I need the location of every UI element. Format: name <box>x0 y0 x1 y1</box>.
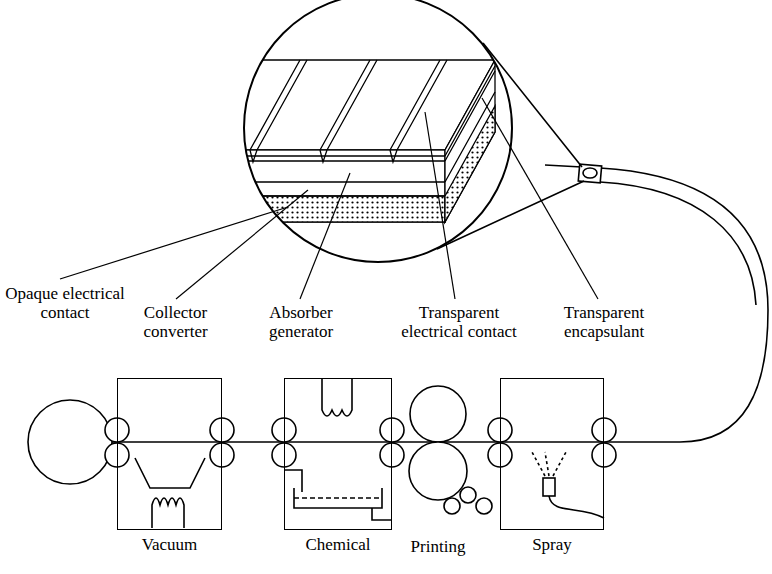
illustration-part <box>150 150 445 222</box>
illustration-part <box>176 190 308 299</box>
layer-label: Collector converter <box>128 303 223 341</box>
station-outline <box>117 378 222 530</box>
illustration-part <box>437 43 584 249</box>
illustration-part <box>135 458 205 488</box>
magnifier <box>244 0 602 262</box>
layer-label: Transparent encapsulant <box>540 303 668 341</box>
illustration-part <box>250 150 397 162</box>
illustration-part <box>482 98 598 299</box>
illustration-part <box>28 400 112 484</box>
illustration-part <box>210 418 234 442</box>
illustration-part <box>300 173 350 299</box>
web-line <box>28 165 768 484</box>
station-label: Vacuum <box>117 535 222 555</box>
station-box: Chemical <box>284 378 392 560</box>
illustration-part <box>380 443 404 467</box>
label-slot: Transparent encapsulant <box>540 303 668 341</box>
station-label: Chemical <box>284 535 392 555</box>
label-slot: Opaque electrical contact <box>5 284 125 322</box>
illustration-part <box>294 497 382 499</box>
illustration-part <box>549 496 604 518</box>
illustration-part <box>294 488 382 508</box>
station-outline <box>284 378 392 530</box>
station-box: Spray <box>500 378 604 560</box>
illustration-part <box>543 478 555 496</box>
illustration-part <box>60 207 288 279</box>
layer-label: Transparent electrical contact <box>395 303 523 341</box>
illustration-part <box>592 418 616 442</box>
illustration-part <box>409 442 467 500</box>
illustration-part <box>410 386 466 442</box>
roller-pairs <box>105 418 616 467</box>
illustration-part <box>445 60 495 222</box>
station-label: Spray <box>500 535 604 555</box>
label-slot: Collector converter <box>128 303 223 341</box>
vacuum-evaporator <box>135 458 205 528</box>
illustration-part <box>250 60 447 150</box>
spray-nozzle <box>532 452 604 518</box>
chemical-bath <box>284 378 392 520</box>
label-slot: Printing <box>398 537 478 556</box>
illustration-part <box>210 443 234 467</box>
illustration-part <box>583 168 597 178</box>
illustration-part <box>445 66 495 182</box>
illustration-part <box>150 196 445 222</box>
label-slot: Absorber generator <box>255 303 347 341</box>
label-slot: Transparent electrical contact <box>395 303 523 341</box>
illustration-part <box>476 498 492 514</box>
illustration-part <box>284 470 302 492</box>
illustration-part <box>444 498 460 514</box>
illustration-part <box>244 0 512 262</box>
illustration-part <box>460 487 476 503</box>
layer-label: Opaque electrical contact <box>5 284 125 322</box>
cell-cross-section <box>150 60 495 222</box>
station-box: Vacuum <box>117 378 222 560</box>
illustration-part <box>160 60 495 150</box>
illustration-part <box>152 498 184 528</box>
illustration-part <box>600 182 756 305</box>
station-label: Printing <box>398 537 478 556</box>
illustration-part <box>532 452 566 476</box>
leader-lines <box>60 98 598 299</box>
printing-rollers <box>409 386 492 514</box>
illustration-part <box>150 156 445 196</box>
illustration-part <box>380 418 404 442</box>
station-outline <box>500 378 604 530</box>
illustration-part <box>322 378 352 416</box>
illustration-part <box>425 112 455 299</box>
layer-label: Absorber generator <box>255 303 347 341</box>
illustration-part <box>592 443 616 467</box>
illustration-part <box>372 508 392 520</box>
